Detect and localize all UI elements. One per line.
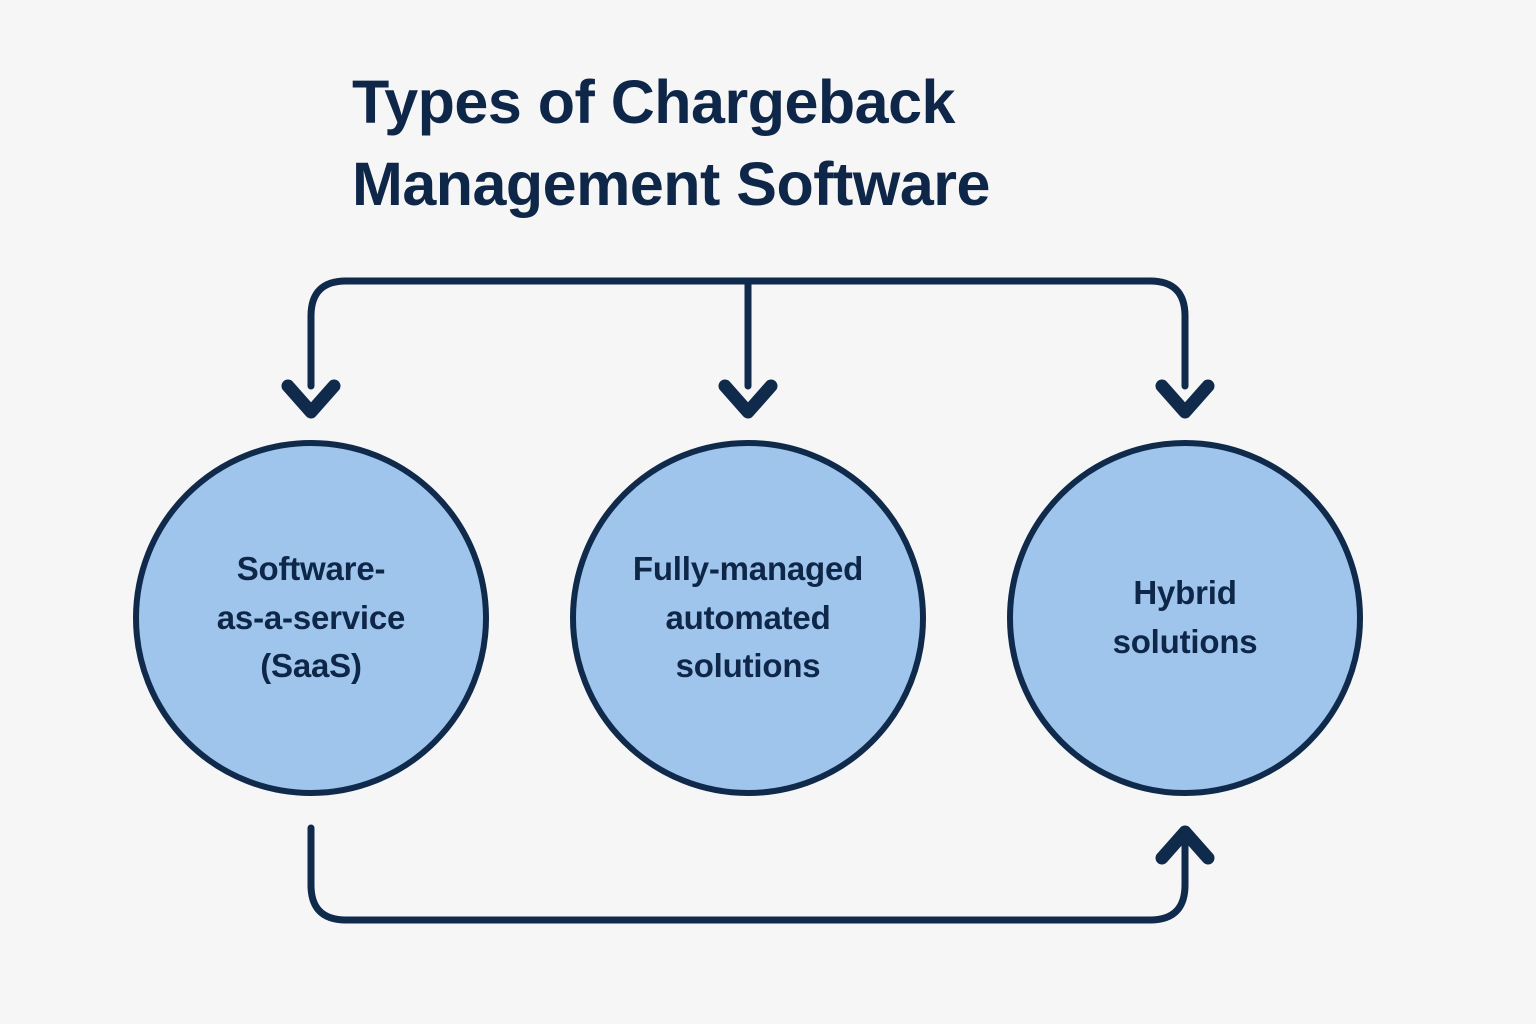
node-hybrid-label: Hybrid solutions bbox=[1112, 574, 1258, 660]
bottom-loop-path bbox=[307, 824, 1189, 924]
top-bracket-bar bbox=[307, 277, 1189, 390]
arrow-up-icon-1 bbox=[1155, 825, 1215, 865]
node-saas-label: Software- as-a-service (SaaS) bbox=[216, 549, 406, 685]
page-title: Types of Chargeback Management Software bbox=[352, 68, 990, 218]
arrow-down-icon-2 bbox=[718, 379, 778, 419]
arrow-down-icon-3 bbox=[1155, 379, 1215, 419]
node-fully-managed[interactable]: Fully-managed automated solutions bbox=[570, 440, 926, 796]
arrow-down-icon-1 bbox=[281, 379, 341, 419]
node-hybrid[interactable]: Hybrid solutions bbox=[1007, 440, 1363, 796]
node-fully-managed-label: Fully-managed automated solutions bbox=[632, 549, 864, 685]
node-saas[interactable]: Software- as-a-service (SaaS) bbox=[133, 440, 489, 796]
